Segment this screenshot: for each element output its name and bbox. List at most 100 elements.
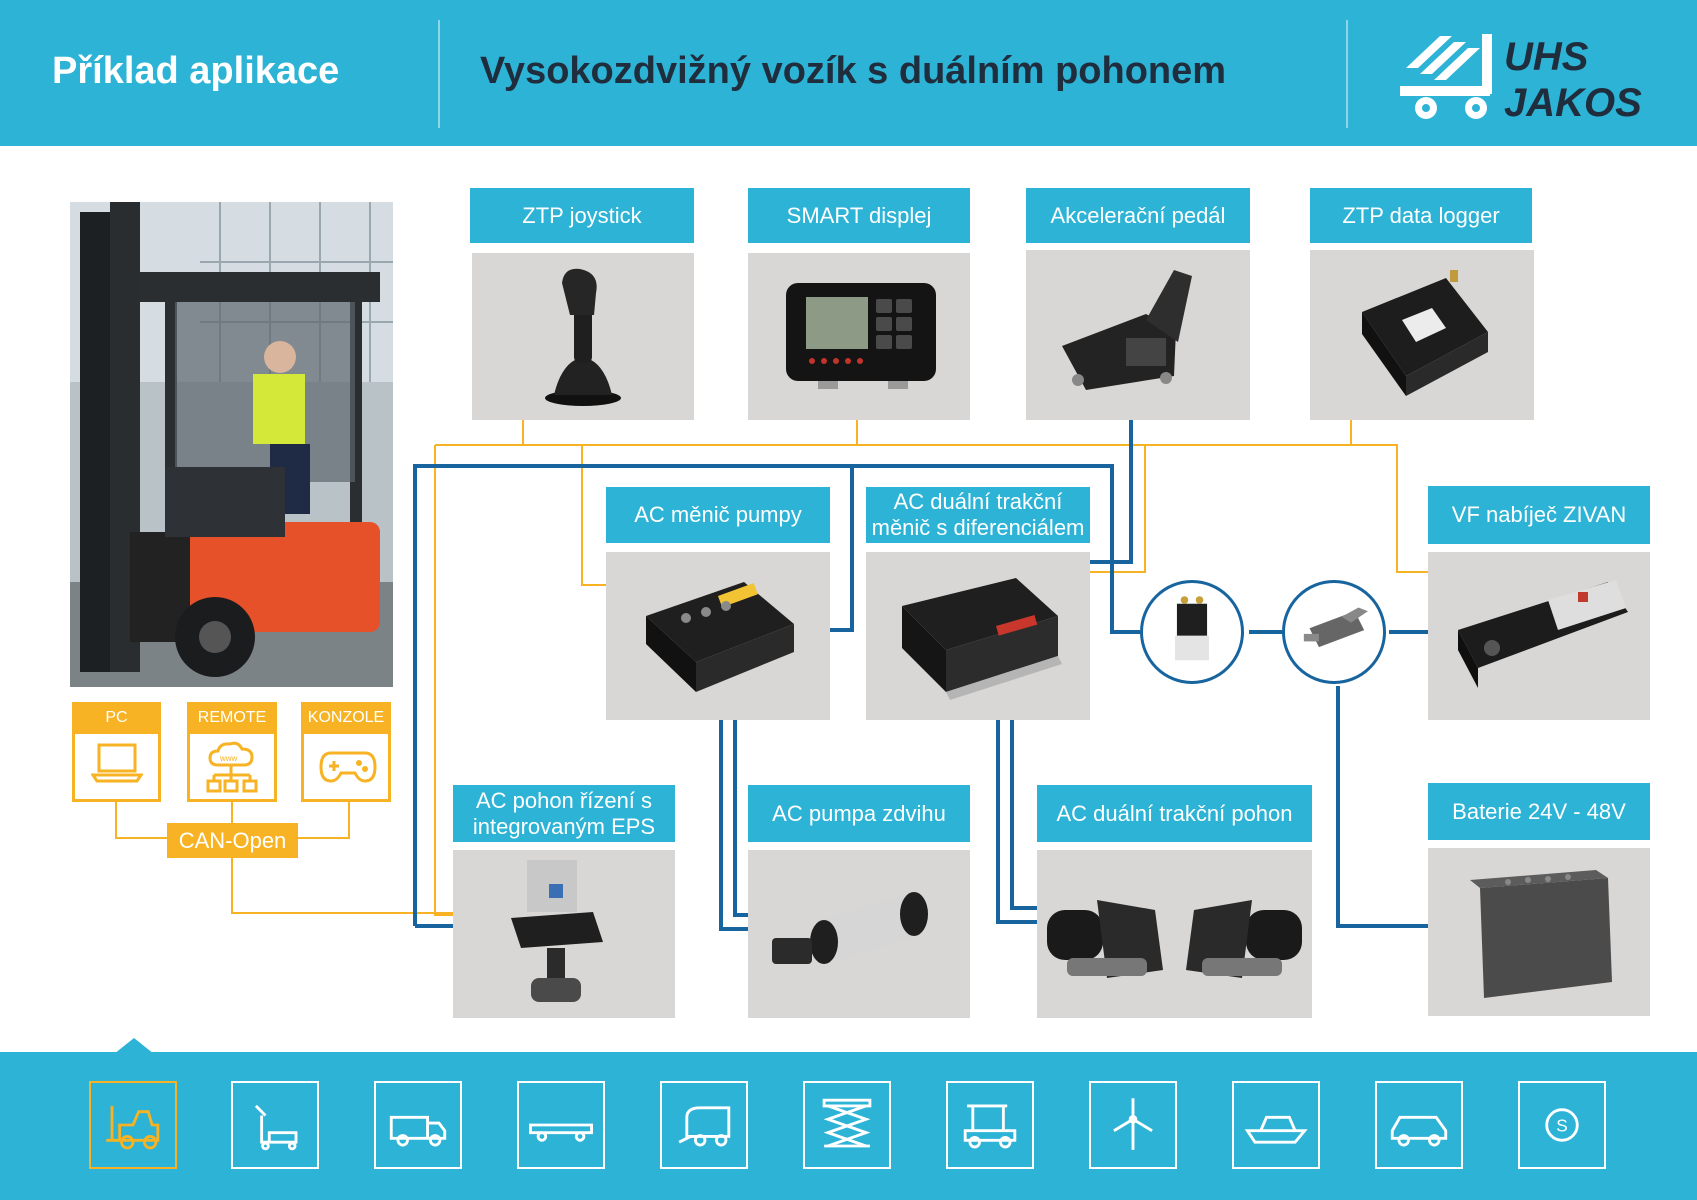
app-golf-cart-button[interactable] xyxy=(946,1081,1034,1169)
pc-label: PC xyxy=(72,702,161,734)
app-platform-cart-button[interactable] xyxy=(517,1081,605,1169)
header-divider xyxy=(1346,20,1348,128)
pedal-label: Akcelerační pedál xyxy=(1026,188,1250,243)
logo-text-bottom: JAKOS xyxy=(1504,81,1642,124)
wind-turbine-icon xyxy=(1113,1098,1153,1150)
data-logger-icon xyxy=(1362,270,1488,396)
power-line xyxy=(733,720,748,917)
battery-image xyxy=(1428,848,1650,1016)
dual-inverter-label-line2: měnič s diferenciálem xyxy=(871,515,1085,540)
company-logo: UHS JAKOS xyxy=(1400,30,1650,125)
dual-drive-label: AC duální trakční pohon xyxy=(1037,785,1312,842)
truck-icon xyxy=(389,1115,447,1147)
power-line xyxy=(413,464,1140,926)
section-title: Příklad aplikace xyxy=(52,50,340,92)
signal-line xyxy=(1090,445,1146,573)
app-sweeper-button[interactable] xyxy=(660,1081,748,1169)
dual-traction-drive-icon xyxy=(1047,900,1302,978)
pallet-truck-icon xyxy=(254,1104,298,1151)
forklift-icon xyxy=(106,1105,160,1150)
boat-icon xyxy=(1244,1115,1308,1144)
car-icon xyxy=(1390,1115,1448,1147)
contactor-icon xyxy=(1175,596,1209,661)
sweeper-icon xyxy=(678,1106,731,1147)
more-icon: S xyxy=(1545,1108,1579,1142)
can-line xyxy=(115,799,167,839)
cloud-network-icon: www xyxy=(206,741,258,793)
display-label: SMART displej xyxy=(748,188,970,243)
scissor-lift-icon xyxy=(822,1098,872,1148)
smart-display-icon xyxy=(786,283,936,389)
app-pallet-truck-button[interactable] xyxy=(231,1081,319,1169)
steering-label-line2: integrovaným EPS xyxy=(472,813,656,839)
logger-label: ZTP data logger xyxy=(1310,188,1532,243)
joystick-label: ZTP joystick xyxy=(470,188,694,243)
lift-pump-label: AC pumpa zdvihu xyxy=(748,785,970,842)
traction-battery-icon xyxy=(1470,870,1612,998)
display-image xyxy=(748,253,970,420)
page-title: Vysokozdvižný vozík s duálním pohonem xyxy=(480,50,1227,92)
power-line xyxy=(1010,720,1037,910)
app-car-button[interactable] xyxy=(1375,1081,1463,1169)
steering-label: AC pohon řízení s integrovaným EPS xyxy=(453,785,675,842)
golf-cart-icon xyxy=(963,1104,1017,1149)
platform-cart-icon xyxy=(529,1123,593,1142)
lift-pump-image xyxy=(748,850,970,1018)
signal-line xyxy=(434,445,453,916)
forklift-operator-image xyxy=(70,202,393,687)
lift-pump-icon xyxy=(772,892,928,964)
signal-line xyxy=(581,445,606,586)
www-text: www xyxy=(219,754,238,763)
charger-image xyxy=(1428,552,1650,720)
charger-icon xyxy=(1458,580,1628,688)
power-line xyxy=(1090,420,1133,564)
charger-label: VF nabíječ ZIVAN xyxy=(1428,486,1650,544)
app-wind-turbine-button[interactable] xyxy=(1089,1081,1177,1169)
remote-label: REMOTE xyxy=(187,702,277,734)
connector-circle xyxy=(1282,580,1386,684)
forklift-photo xyxy=(70,202,393,687)
joystick-icon xyxy=(545,268,621,406)
footer-active-notch xyxy=(114,1038,154,1054)
pump-inverter-image xyxy=(606,552,830,720)
dual-inverter-label: AC duální trakční měnič s diferenciálem xyxy=(866,487,1090,543)
forklift-logo-icon: UHS JAKOS xyxy=(1400,34,1642,125)
console-label: KONZOLE xyxy=(301,702,391,734)
pump-inverter-icon xyxy=(646,582,794,692)
dual-inverter-icon xyxy=(902,578,1062,700)
can-line xyxy=(231,858,453,914)
gamepad-icon xyxy=(319,751,377,783)
pedal-image xyxy=(1026,250,1250,420)
app-scissor-lift-button[interactable] xyxy=(803,1081,891,1169)
app-boat-button[interactable] xyxy=(1232,1081,1320,1169)
power-line xyxy=(829,466,854,632)
header-divider xyxy=(438,20,440,128)
app-truck-button[interactable] xyxy=(374,1081,462,1169)
power-line xyxy=(996,720,1037,924)
joystick-image xyxy=(472,253,694,420)
dual-drive-image xyxy=(1037,850,1312,1018)
logo-text-top: UHS xyxy=(1504,35,1589,79)
header-bar: Příklad aplikace Vysokozdvižný vozík s d… xyxy=(0,0,1697,146)
battery-connector-icon xyxy=(1303,607,1368,648)
dual-inverter-image xyxy=(866,552,1090,720)
logger-image xyxy=(1310,250,1534,420)
app-more-button[interactable]: S xyxy=(1518,1081,1606,1169)
app-forklift-button[interactable] xyxy=(89,1081,177,1169)
dual-inverter-label-line1: AC duální trakční xyxy=(893,489,1063,514)
contactor-circle xyxy=(1140,580,1244,684)
can-line xyxy=(298,799,350,839)
accelerator-pedal-icon xyxy=(1062,270,1192,390)
can-open-label: CAN-Open xyxy=(167,823,298,858)
steering-drive-icon xyxy=(511,860,603,1002)
power-line xyxy=(719,720,748,931)
signal-bus-line xyxy=(435,444,1428,573)
more-glyph: S xyxy=(1556,1116,1567,1136)
power-line xyxy=(1336,686,1428,928)
steering-image xyxy=(453,850,675,1018)
pump-inverter-label: AC měnič pumpy xyxy=(606,487,830,543)
laptop-icon xyxy=(91,743,143,783)
battery-label: Baterie 24V - 48V xyxy=(1428,783,1650,840)
steering-label-line1: AC pohon řízení s xyxy=(475,787,653,813)
